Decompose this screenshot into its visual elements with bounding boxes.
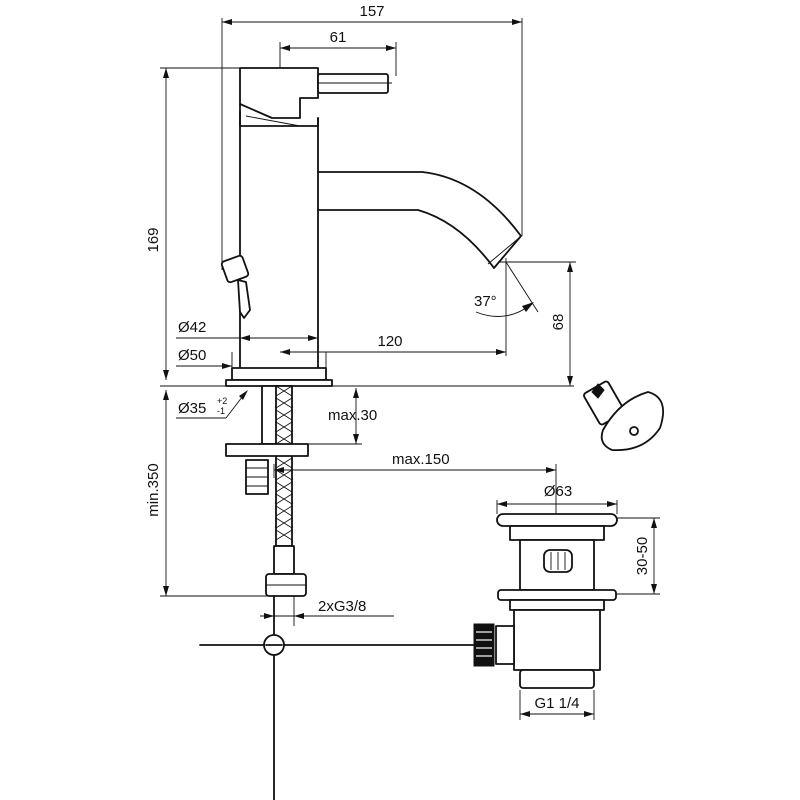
fixing-bracket <box>225 443 309 457</box>
waste-fitting <box>473 513 618 689</box>
dim-rod-length: max.150 <box>392 451 450 468</box>
dim-waste-flange: Ø63 <box>544 483 572 500</box>
dimension-labels: 157 61 169 68 37° Ø42 Ø50 120 Ø35 +2 -1 … <box>145 3 651 712</box>
dim-hole-tol-upper: +2 <box>217 396 227 406</box>
waste-flange-lower <box>497 589 617 601</box>
allen-key-icon <box>583 380 664 451</box>
waste-tail <box>513 609 601 671</box>
dim-below-deck: min.350 <box>145 463 162 516</box>
dim-hole-diameter: Ø35 <box>178 400 206 417</box>
dim-waste-thread: G1 1/4 <box>534 695 579 712</box>
pop-up-rod <box>237 279 251 319</box>
dim-waste-height: 30-50 <box>634 537 651 575</box>
dim-spout-height: 68 <box>550 314 567 331</box>
dimension-lines <box>160 18 660 720</box>
hose-connector <box>273 545 295 575</box>
spout <box>317 171 522 269</box>
dim-lever-offset: 61 <box>330 29 347 46</box>
dim-total-height: 169 <box>145 227 162 252</box>
dim-max-thickness: max.30 <box>328 407 377 424</box>
pop-up-knob <box>220 254 250 284</box>
lever-handle <box>239 67 319 119</box>
dim-body-diameter: Ø42 <box>178 319 206 336</box>
flex-hose <box>275 385 293 547</box>
dim-spout-reach: 120 <box>377 333 402 350</box>
dim-connection: 2xG3/8 <box>318 598 366 615</box>
lever-rod <box>317 73 389 94</box>
pivot-connector <box>495 625 515 665</box>
dim-total-width: 157 <box>359 3 384 20</box>
base-rosette <box>231 367 327 381</box>
dim-base-diameter: Ø50 <box>178 347 206 364</box>
under-deck-assembly <box>199 385 475 800</box>
dim-spout-angle: 37° <box>474 293 497 310</box>
waste-cap <box>496 513 618 527</box>
dim-hole-tol-lower: -1 <box>217 406 225 416</box>
